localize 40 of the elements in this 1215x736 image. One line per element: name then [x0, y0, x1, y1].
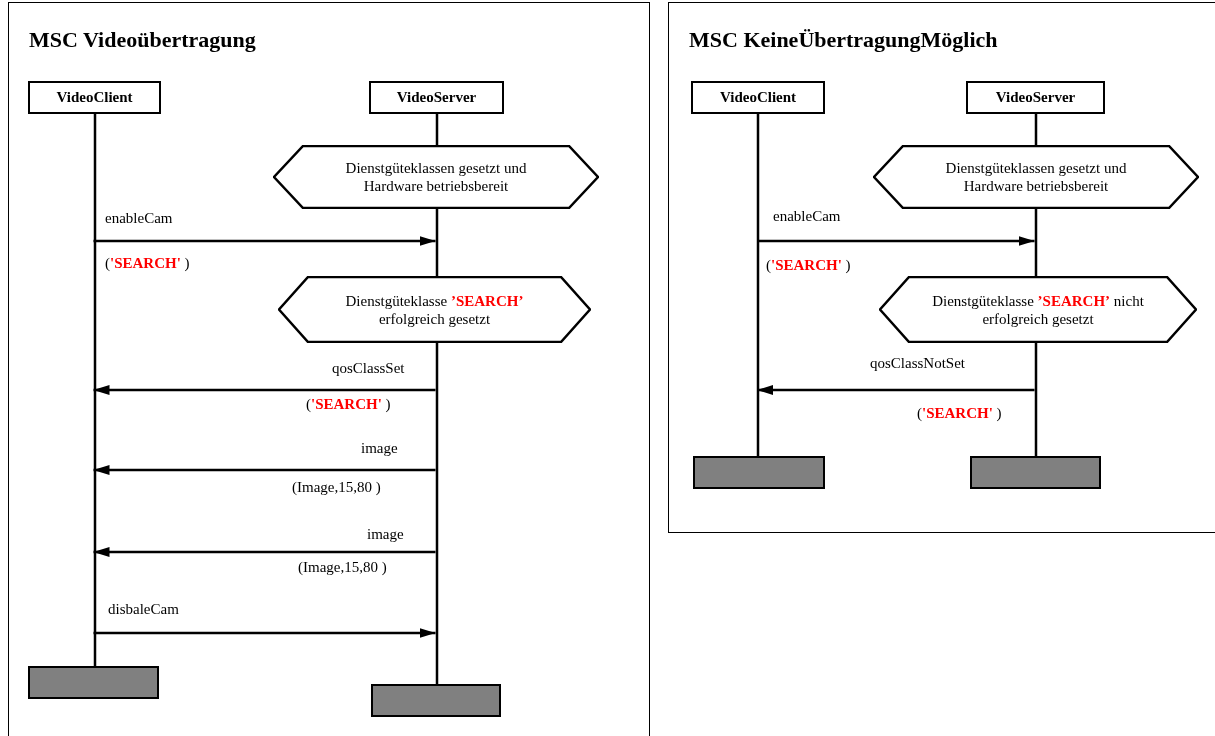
message-arrow — [757, 385, 1035, 395]
condition-hexagon — [879, 276, 1197, 343]
condition-text: Dienstgüteklassen gesetzt und Hardware betriebsbereit — [344, 159, 528, 195]
message-label: enableCam — [105, 210, 173, 227]
msc-frame — [668, 2, 1215, 533]
lifeline-end-box — [693, 456, 825, 489]
instance-header: VideoClient — [28, 81, 161, 114]
message-parameter: ('SEARCH' ) — [105, 255, 190, 272]
lifeline-end-box — [970, 456, 1101, 489]
message-arrow — [93, 236, 436, 246]
message-label: image — [367, 526, 404, 543]
message-parameter: (Image,15,80 ) — [292, 479, 381, 496]
message-arrow — [93, 628, 436, 638]
instance-header: VideoClient — [691, 81, 825, 114]
message-label: qosClassNotSet — [870, 355, 965, 372]
lifeline-end-box — [28, 666, 159, 699]
message-parameter: (Image,15,80 ) — [298, 559, 387, 576]
condition-hexagon — [873, 145, 1199, 209]
frame-title: MSC KeineÜbertragungMöglich — [689, 27, 998, 53]
message-arrow — [93, 465, 436, 475]
message-parameter: ('SEARCH' ) — [917, 405, 1002, 422]
condition-hexagon — [273, 145, 599, 209]
lifeline-end-box — [371, 684, 501, 717]
message-parameter: ('SEARCH' ) — [306, 396, 391, 413]
frame-title: MSC Videoübertragung — [29, 27, 256, 53]
instance-header: VideoServer — [369, 81, 504, 114]
msc-frame — [8, 2, 650, 736]
message-arrow — [757, 236, 1035, 246]
message-label: enableCam — [773, 208, 841, 225]
condition-text: Dienstgüteklasse ’SEARCH’ nicht erfolgreich gesetzt — [931, 291, 1145, 328]
condition-hexagon — [278, 276, 591, 343]
message-label: qosClassSet — [332, 360, 405, 377]
message-label: image — [361, 440, 398, 457]
message-parameter: ('SEARCH' ) — [766, 257, 851, 274]
message-arrow — [93, 547, 436, 557]
condition-text: Dienstgüteklassen gesetzt und Hardware betriebsbereit — [944, 159, 1128, 195]
instance-header: VideoServer — [966, 81, 1105, 114]
message-label: disbaleCam — [108, 601, 179, 618]
message-arrow — [93, 385, 436, 395]
condition-text: Dienstgüteklasse ’SEARCH’ erfolgreich gesetzt — [344, 291, 525, 328]
